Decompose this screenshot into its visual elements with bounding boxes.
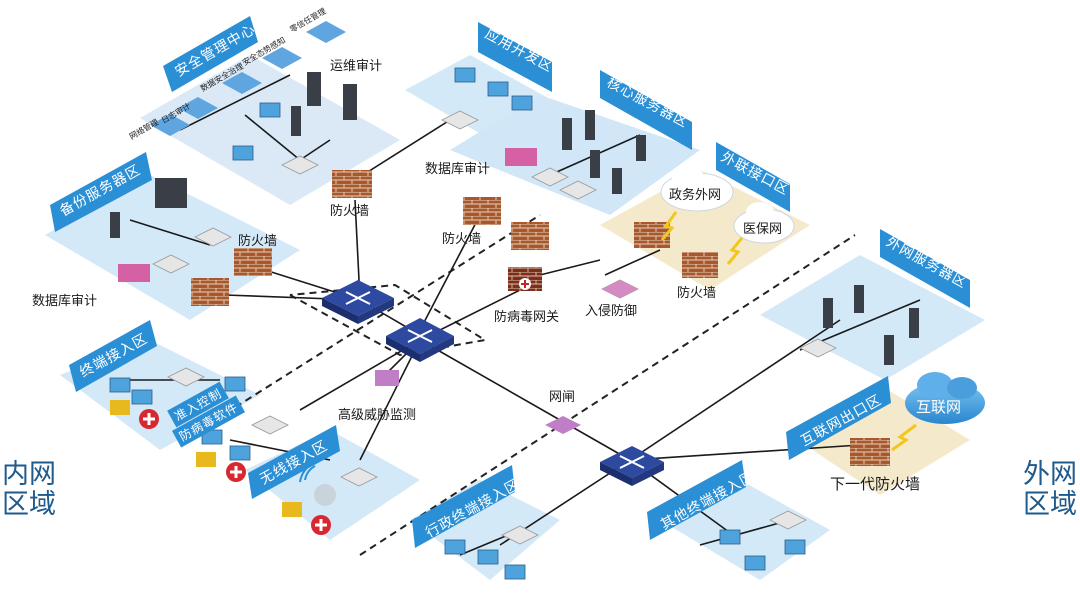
access-switches (152, 110, 837, 545)
db-audit-left-label: 数据库审计 (32, 294, 98, 309)
zone-tags-bg (50, 16, 970, 548)
gatekeeper-appliance (545, 416, 581, 434)
security-center-icons (150, 21, 346, 136)
security-badges (110, 400, 336, 535)
external-interface-platform (600, 170, 810, 290)
core-server-platform (450, 95, 700, 215)
firewalls (191, 170, 890, 466)
core-switches (322, 280, 664, 486)
cloud-medical-label: 医保网 (743, 222, 783, 237)
db-audit-top-label: 数据库审计 (425, 162, 491, 177)
extranet-server-platform (760, 255, 985, 380)
db-audit-appliance-top (505, 148, 537, 166)
firewall-left-b (191, 278, 229, 306)
firewall-left-a (234, 248, 272, 276)
ngfw-label: 下一代防火墙 (830, 475, 921, 493)
firewall-medical (682, 252, 718, 278)
firewall-mid-label: 防火墙 (442, 232, 482, 247)
cloud-internet-label: 互联网 (916, 398, 962, 416)
cloud-gov-label: 政务外网 (669, 188, 722, 203)
inner-region-label: 内网区域 (2, 459, 56, 520)
firewall-left-label: 防火墙 (238, 234, 278, 249)
threat-monitor-label: 高级威胁监测 (338, 408, 417, 423)
backup-server-platform (45, 175, 300, 320)
intrusion-defense-appliance (602, 280, 638, 298)
security-center-platform (140, 55, 400, 205)
db-audit-appliance-left (118, 264, 150, 282)
threat-monitor-appliance (375, 370, 399, 386)
antivirus-gw-label: 防病毒网关 (494, 310, 560, 325)
ops-audit-label: 运维审计 (330, 59, 383, 74)
firewall-mid-b (511, 222, 549, 250)
firewall-top (332, 170, 372, 198)
monitors (109, 67, 806, 580)
gatekeeper-label: 网闸 (549, 390, 576, 405)
outer-region-label: 外网区域 (1023, 459, 1077, 520)
appliances (118, 148, 638, 434)
firewall-ext-label: 防火墙 (677, 286, 717, 301)
clouds (660, 166, 985, 452)
firewall-ngfw (850, 438, 890, 466)
inner-outer-boundary (359, 234, 856, 556)
firewall-top-label: 防火墙 (330, 204, 370, 219)
intrusion-def-label: 入侵防御 (585, 304, 638, 319)
firewall-mid-a (463, 197, 501, 225)
servers (110, 72, 919, 365)
